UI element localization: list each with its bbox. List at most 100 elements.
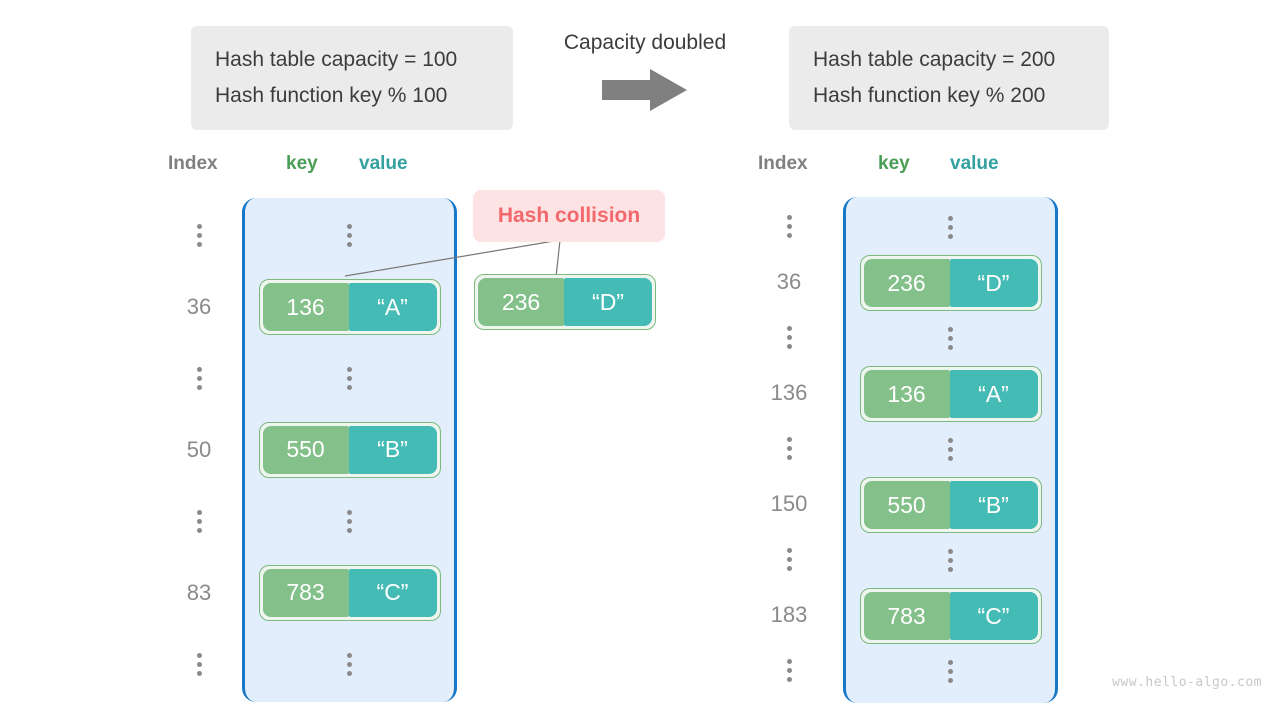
- entry-value: “C”: [949, 592, 1038, 641]
- index-label: [160, 486, 238, 557]
- vertical-ellipsis-icon: [347, 366, 352, 390]
- collision-entry: 236 “D”: [474, 274, 656, 330]
- key-value-pair: 236 “D”: [474, 274, 656, 330]
- table-row-ellipsis: [846, 422, 1055, 478]
- left-capacity-caption: Hash table capacity = 100 Hash function …: [191, 26, 513, 130]
- capacity-doubled-label: Capacity doubled: [563, 31, 727, 54]
- vertical-ellipsis-icon: [948, 549, 953, 573]
- right-hash-table: 236“D” 136“A” 550“B” 783“C”: [843, 197, 1058, 703]
- table-row-ellipsis: [245, 343, 454, 414]
- right-column-headers: Index key value: [750, 150, 1050, 178]
- index-label: 36: [776, 269, 802, 295]
- table-row: 550“B”: [846, 477, 1055, 534]
- vertical-ellipsis-icon: [347, 224, 352, 248]
- index-label: [160, 628, 238, 699]
- right-header-key: key: [878, 153, 910, 174]
- table-row: 136“A”: [846, 366, 1055, 423]
- right-header-value: value: [950, 153, 999, 174]
- index-label: [160, 200, 238, 271]
- vertical-ellipsis-icon: [786, 659, 792, 683]
- table-row: 236“D”: [846, 255, 1055, 312]
- vertical-ellipsis-icon: [196, 652, 202, 676]
- entry-value: “B”: [949, 481, 1038, 530]
- index-label: 83: [186, 579, 212, 605]
- vertical-ellipsis-icon: [196, 366, 202, 390]
- table-row-ellipsis: [245, 200, 454, 271]
- key-value-pair: 550“B”: [258, 421, 441, 478]
- watermark: www.hello-algo.com: [1112, 675, 1262, 690]
- entry-value: “C”: [348, 568, 437, 617]
- entry-key: 236: [478, 278, 564, 326]
- vertical-ellipsis-icon: [347, 652, 352, 676]
- entry-key: 783: [262, 568, 349, 617]
- index-label: [750, 643, 828, 699]
- vertical-ellipsis-icon: [786, 437, 792, 461]
- right-caption-line-1: Hash table capacity = 200: [813, 48, 1056, 71]
- hash-collision-label: Hash collision: [497, 204, 641, 227]
- right-index-column: 36 136 150 183: [750, 199, 828, 699]
- vertical-ellipsis-icon: [347, 509, 352, 533]
- vertical-ellipsis-icon: [196, 224, 202, 248]
- table-row-ellipsis: [245, 486, 454, 557]
- index-label: 183: [770, 602, 808, 628]
- index-label: 50: [186, 436, 212, 462]
- left-index-column: 36 50 83: [160, 200, 238, 700]
- vertical-ellipsis-icon: [948, 438, 953, 462]
- right-capacity-caption: Hash table capacity = 200 Hash function …: [789, 26, 1109, 130]
- table-row: 783“C”: [245, 557, 454, 628]
- table-row: 136“A”: [245, 271, 454, 342]
- right-header-index: Index: [758, 153, 808, 174]
- right-caption-line-2: Hash function key % 200: [813, 84, 1046, 107]
- vertical-ellipsis-icon: [948, 216, 953, 240]
- key-value-pair: 136“A”: [859, 366, 1042, 423]
- left-column-headers: Index key value: [160, 150, 460, 178]
- table-row-ellipsis: [846, 533, 1055, 589]
- index-label: [750, 310, 828, 366]
- index-label: 36: [186, 294, 212, 320]
- entry-key: 550: [863, 481, 950, 530]
- key-value-pair: 136“A”: [258, 279, 441, 336]
- capacity-doubled-transition: Capacity doubled: [548, 28, 742, 112]
- key-value-pair: 783“C”: [859, 588, 1042, 645]
- table-row-ellipsis: [846, 200, 1055, 256]
- entry-key: 136: [863, 370, 950, 419]
- entry-key: 236: [863, 259, 950, 308]
- index-label: [750, 199, 828, 255]
- vertical-ellipsis-icon: [786, 215, 792, 239]
- index-label: 136: [770, 380, 808, 406]
- entry-key: 136: [262, 283, 349, 332]
- vertical-ellipsis-icon: [196, 509, 202, 533]
- entry-value: “D”: [949, 259, 1038, 308]
- vertical-ellipsis-icon: [786, 326, 792, 350]
- right-arrow-icon: [602, 69, 687, 111]
- entry-value: “A”: [348, 283, 437, 332]
- table-row-ellipsis: [846, 644, 1055, 700]
- key-value-pair: 783“C”: [258, 564, 441, 621]
- entry-value: “A”: [949, 370, 1038, 419]
- arrow-wrapper: [548, 68, 742, 112]
- vertical-ellipsis-icon: [948, 660, 953, 684]
- left-caption-line-1: Hash table capacity = 100: [215, 48, 458, 71]
- vertical-ellipsis-icon: [948, 327, 953, 351]
- vertical-ellipsis-icon: [786, 548, 792, 572]
- left-header-key: key: [286, 153, 318, 174]
- table-row: 783“C”: [846, 588, 1055, 645]
- entry-value: “D”: [564, 278, 652, 326]
- left-header-value: value: [359, 153, 408, 174]
- table-row: 550“B”: [245, 414, 454, 485]
- index-label: [160, 343, 238, 414]
- entry-value: “B”: [348, 425, 437, 474]
- left-caption-line-2: Hash function key % 100: [215, 84, 448, 107]
- key-value-pair: 236“D”: [859, 255, 1042, 312]
- table-row-ellipsis: [846, 311, 1055, 367]
- key-value-pair: 550“B”: [859, 477, 1042, 534]
- entry-key: 783: [863, 592, 950, 641]
- left-header-index: Index: [168, 153, 218, 174]
- hash-collision-callout: Hash collision: [473, 190, 665, 242]
- index-label: 150: [770, 491, 808, 517]
- index-label: [750, 532, 828, 588]
- index-label: [750, 421, 828, 477]
- entry-key: 550: [262, 425, 349, 474]
- left-hash-table: 136“A” 550“B” 783“C”: [242, 198, 457, 702]
